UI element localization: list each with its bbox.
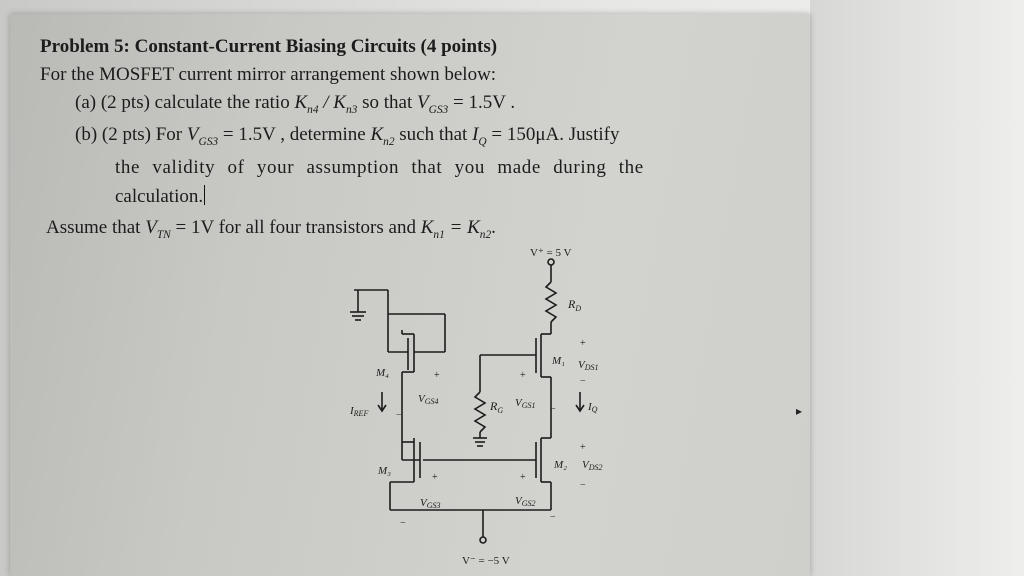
part-b-line3-text: calculation. [115, 186, 204, 207]
circuit-diagram: V⁺ = 5 V V⁻ = −5 V RD RG M₁ M₂ M₃ M₄ VDS… [349, 247, 603, 567]
vgs3-symbol: VGS3 [417, 92, 449, 116]
assume-eq1: = 1V [175, 217, 214, 238]
kn2-symbol: Kn2 [370, 124, 395, 148]
rg-label: RG [489, 399, 503, 415]
kn-equality: Kn1 = Kn2 [420, 217, 492, 241]
vgs3-label: VGS3 [420, 497, 441, 510]
vplus-label: V⁺ = 5 V [530, 247, 572, 259]
part-b-line3[interactable]: calculation. [115, 185, 206, 208]
part-b-cond2: = 150μA. Justify [491, 124, 620, 145]
vds1-label: VDS1 [578, 359, 599, 372]
vgs3-symbol-b: VGS3 [186, 124, 219, 148]
part-b-line2: the validity of your assumption that you… [115, 157, 644, 178]
minus-sign: − [396, 410, 402, 421]
assume-mid: for all four transistors and [218, 217, 416, 238]
iq-label: IQ [587, 401, 598, 414]
iref-label: IREF [349, 405, 368, 418]
mouse-pointer-icon: ▸ [796, 404, 803, 418]
rd-label: RD [567, 297, 581, 313]
problem-intro: For the MOSFET current mirror arrangemen… [40, 64, 497, 85]
vgs1-label: VGS1 [515, 397, 536, 410]
vgs4-label: VGS4 [418, 393, 439, 406]
part-a-text: (2 pts) calculate the ratio [100, 92, 290, 113]
minus-sign: − [400, 518, 406, 529]
part-a-condition: = 1.5V . [453, 92, 516, 113]
text-cursor [204, 185, 206, 205]
problem-title: Problem 5: Constant-Current Biasing Circ… [40, 36, 498, 57]
assumption: Assume that VTN = 1V for all four transi… [46, 217, 496, 241]
minus-sign: − [550, 512, 556, 523]
plus-sign: + [520, 472, 526, 483]
part-a-label: (a) [75, 92, 97, 113]
plus-sign: + [580, 442, 586, 453]
part-b-cond1: = 1.5V , determine [222, 124, 366, 145]
vminus-label: V⁻ = −5 V [462, 555, 510, 567]
plus-sign: + [520, 370, 526, 381]
document-screen: Problem 5: Constant-Current Biasing Circ… [10, 14, 810, 576]
m2-label: M₂ [553, 459, 567, 471]
plus-sign: + [432, 472, 438, 483]
assume-end: . [491, 217, 496, 238]
vds2-label: VDS2 [582, 459, 603, 472]
m4-label: M₄ [375, 367, 389, 379]
plus-sign: + [580, 338, 586, 349]
minus-sign: − [550, 404, 556, 415]
assume-pre: Assume that [46, 217, 141, 238]
vtn-symbol: VTN [145, 217, 171, 241]
plus-sign: + [434, 370, 440, 381]
ratio-expression: Kn4 / Kn3 [294, 92, 358, 116]
part-b-text: (2 pts) For [101, 124, 183, 145]
vgs2-label: VGS2 [515, 495, 536, 508]
part-b-label: (b) [75, 124, 98, 145]
minus-sign: − [580, 480, 586, 491]
part-b-mid: such that [399, 124, 468, 145]
m1-label: M₁ [551, 355, 565, 367]
m3-label: M₃ [377, 465, 391, 477]
part-a-mid: so that [362, 92, 413, 113]
iq-symbol: IQ [472, 124, 487, 148]
minus-sign: − [580, 376, 586, 387]
part-a: (a) (2 pts) calculate the ratio Kn4 / Kn… [75, 92, 515, 116]
monitor-edge [810, 0, 1024, 576]
part-b: (b) (2 pts) For VGS3 = 1.5V , determine … [75, 124, 619, 148]
